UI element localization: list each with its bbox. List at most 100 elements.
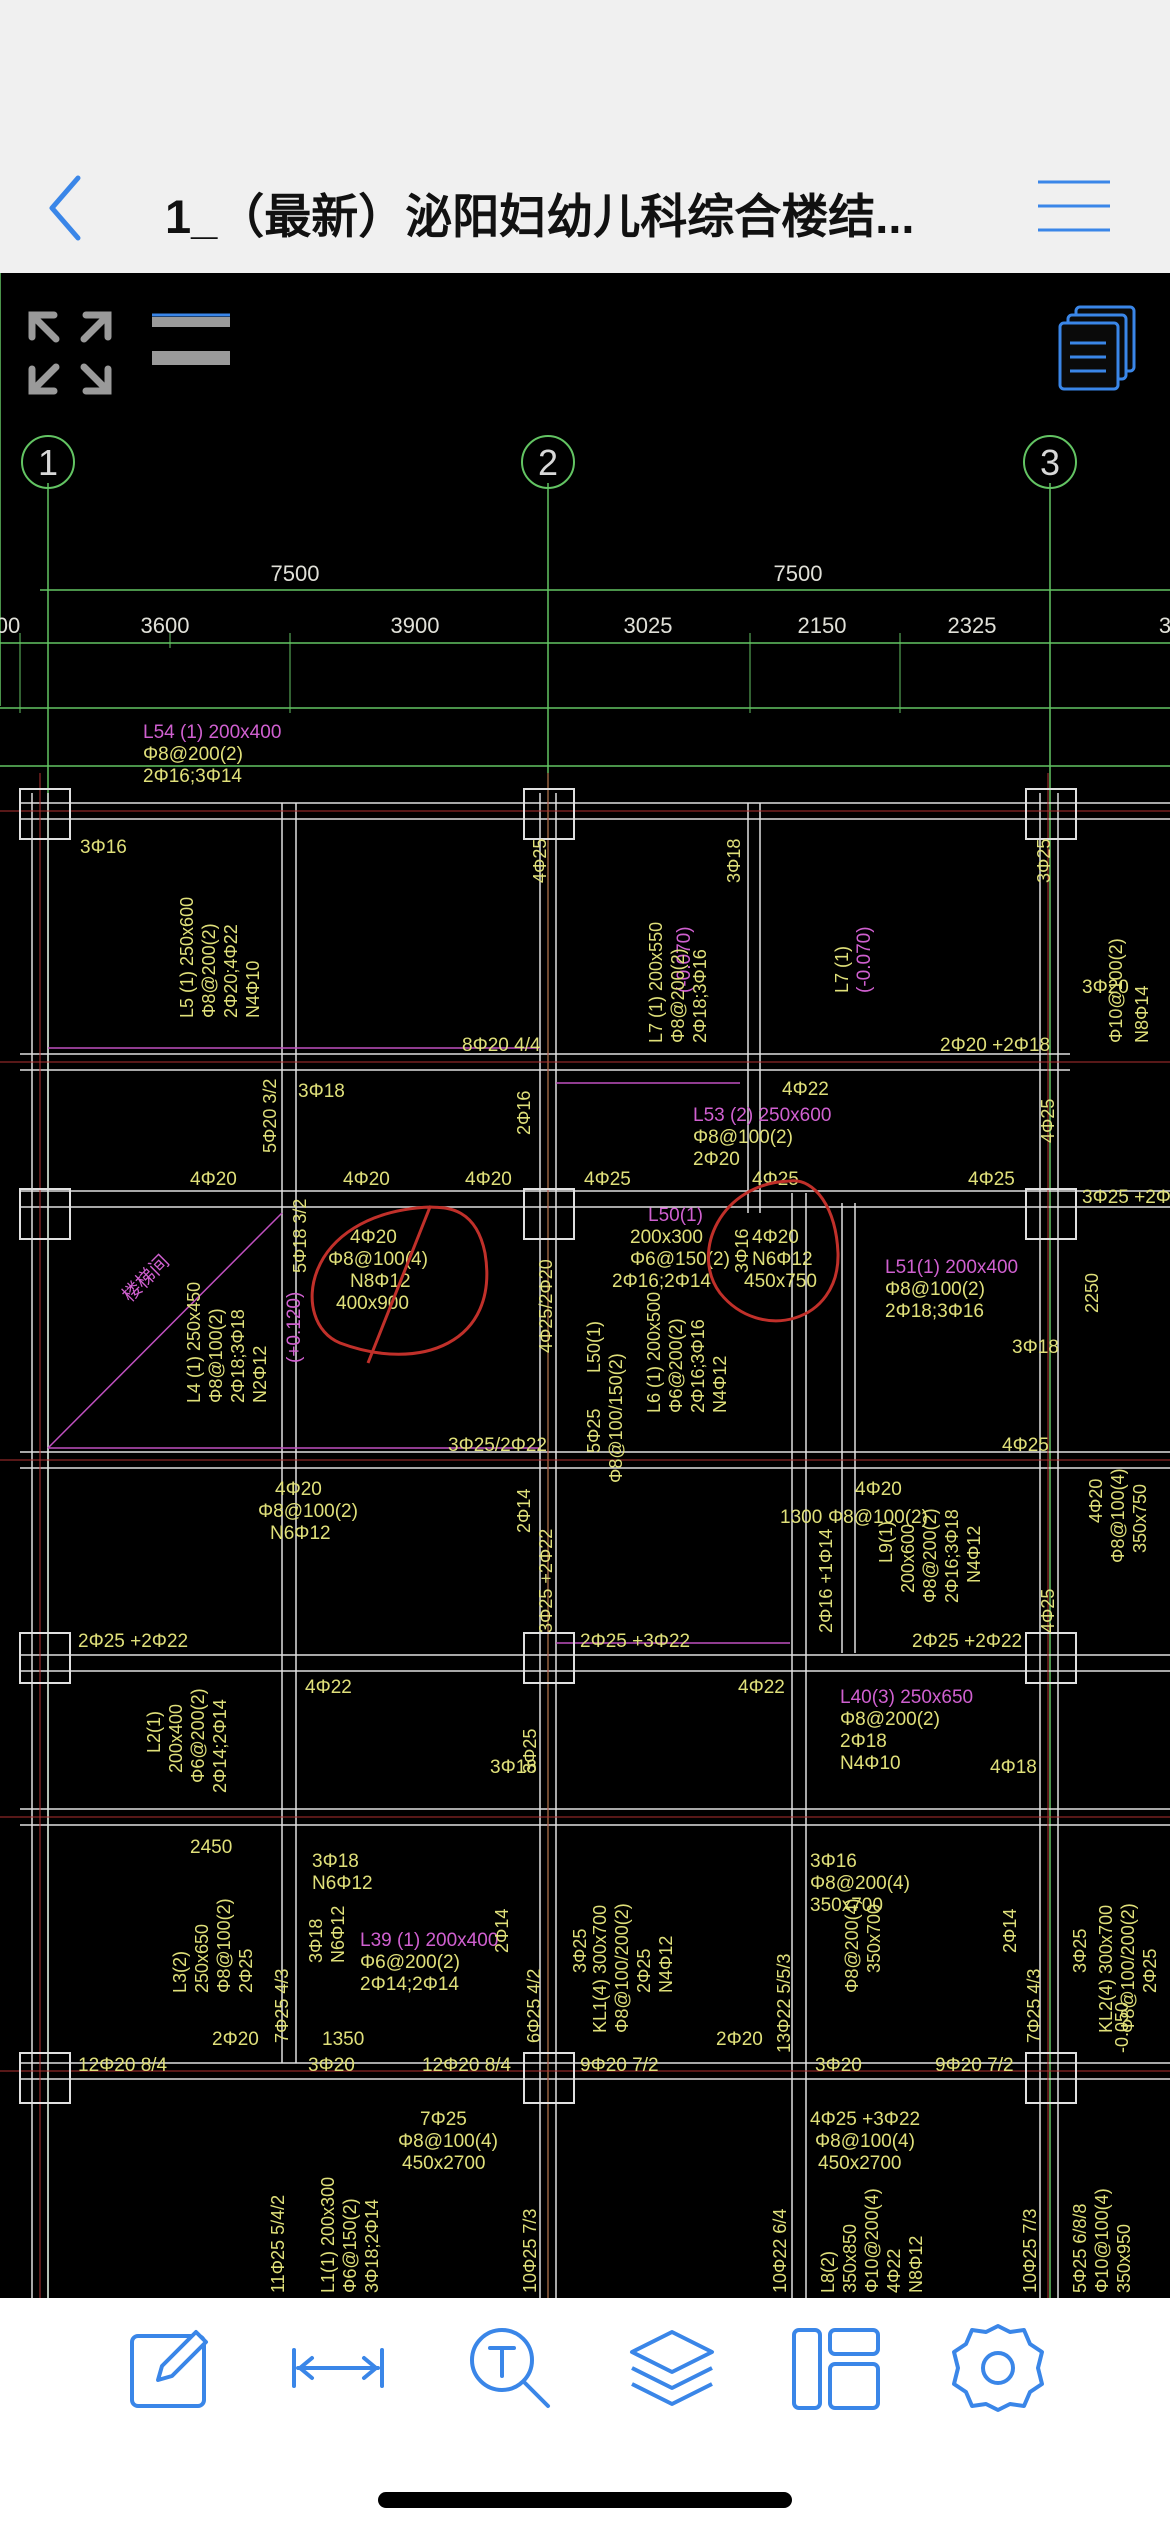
rebar-label: 13Φ22 5/5/3 (774, 1954, 794, 2053)
rebar-label: Φ8@100(4) (328, 1249, 428, 1270)
rebar-label: 4Φ20 (465, 1169, 512, 1190)
markup-annotations (310, 1179, 840, 1364)
beam-label: 2Φ18;3Φ16 (885, 1301, 984, 1322)
rebar-label: 3Φ18 (1012, 1337, 1059, 1358)
pages-icon (1058, 305, 1136, 391)
rebar-label: 10Φ25 7/3 (520, 2209, 540, 2293)
pages-button[interactable] (1056, 305, 1140, 395)
beam-label: 250x650 (192, 1924, 212, 1993)
beam-label: Φ6@150(2) (340, 2198, 360, 2293)
beam-label: N4Φ10 (243, 961, 263, 1018)
beam-label: Φ8@100/200(2) (1118, 1903, 1138, 2033)
rebar-label: 2Φ16;2Φ14 (612, 1271, 711, 1292)
drawing-canvas[interactable]: 1 2 3 7500 7500 00 3600 3900 3025 2150 2… (0, 273, 1170, 2298)
beam-label: L50(1) (584, 1321, 604, 1373)
beam-label: 200x400 (166, 1704, 186, 1773)
rebar-label: 200x300 (630, 1227, 703, 1248)
rebar-label: 2Φ14;2Φ14 (360, 1974, 459, 1995)
rebar-label: N4Φ10 (840, 1753, 901, 1774)
layer-toggle-icon (152, 313, 230, 365)
rebar-label: 4Φ22 (738, 1677, 785, 1698)
rebar-label: 4Φ25 (584, 1169, 631, 1190)
beam-label: L7 (1) (832, 946, 852, 993)
beam-label: KL1(4) 300x700 (590, 1905, 610, 2033)
beam-label: N8Φ12 (906, 2236, 926, 2293)
rebar-label: 5Φ25 6/8/8 (1070, 2204, 1090, 2293)
settings-button[interactable] (948, 2318, 1048, 2418)
magenta-lines (47, 1047, 790, 1644)
beam-label: Φ8@100/200(2) (612, 1903, 632, 2033)
menu-button[interactable] (1036, 178, 1112, 234)
rebar-label: 2Φ25 +3Φ22 (580, 1631, 690, 1652)
beam-label: Φ8@100(2) (214, 1898, 234, 1993)
dim-label: 3025 (624, 613, 673, 638)
rebar-label: 2Φ16 +1Φ14 (816, 1529, 836, 1633)
beam-label: L53 (2) 250x600 (693, 1105, 831, 1126)
axis-label: 2 (538, 442, 558, 483)
layers-icon (630, 2330, 714, 2406)
beam-label: N4Φ12 (656, 1936, 676, 1993)
rebar-label: 350x750 (1130, 1484, 1150, 1553)
rebar-label: 3Φ18 (306, 1919, 326, 1963)
edit-button[interactable] (118, 2318, 218, 2418)
beam-label: 2Φ16;3Φ14 (143, 766, 242, 787)
measure-button[interactable] (288, 2318, 388, 2418)
rebar-label: N6Φ12 (312, 1873, 373, 1894)
rebar-label: 6Φ25 4/2 (524, 1969, 544, 2043)
layer-toggle-button[interactable] (152, 313, 232, 373)
beam-label: N2Φ12 (250, 1346, 270, 1403)
beam-label: 200x600 (898, 1524, 918, 1593)
text-search-icon (470, 2328, 550, 2408)
beam-label: 2Φ25 (1140, 1949, 1160, 1993)
layout-icon (792, 2328, 880, 2410)
rebar-label: 2450 (190, 1837, 232, 1858)
document-title: 1_（最新）泌阳妇幼儿科综合楼结... (165, 190, 915, 243)
beam-label: 2Φ20 (693, 1149, 740, 1170)
rebar-label: 4Φ25 (1038, 1099, 1058, 1143)
rebar-label: 4Φ22 (305, 1677, 352, 1698)
rebar-label: 350x950 (1114, 2224, 1134, 2293)
beam-label: Φ6@200(2) (188, 1688, 208, 1783)
beam-label: 3Φ18;2Φ14 (362, 2199, 382, 2293)
beam-label: L4 (1) 250x450 (184, 1282, 204, 1403)
dim-label: 2325 (948, 613, 997, 638)
beam-label: 2Φ25 (236, 1949, 256, 1993)
rebar-label: 12Φ20 8/4 (78, 2055, 168, 2076)
top-nav-bar: 1_（最新）泌阳妇幼儿科综合楼结... (0, 0, 1170, 273)
rebar-label: 5Φ25 (584, 1409, 604, 1453)
beam-label: Φ8@200(2) (668, 948, 688, 1043)
layout-button[interactable] (786, 2318, 886, 2418)
rebar-label: 4Φ20 (275, 1479, 322, 1500)
beam-label: Φ8@100(2) (885, 1279, 985, 1300)
rebar-label: Φ8@100/150(2) (606, 1353, 626, 1483)
home-indicator[interactable] (378, 2492, 792, 2508)
rebar-label: 2Φ14 (514, 1489, 534, 1533)
dimension-text: 7500 7500 00 3600 3900 3025 2150 2325 3 (0, 561, 1170, 638)
axis-label: 1 (38, 442, 58, 483)
beam-label: N4Φ12 (710, 1356, 730, 1413)
layers-button[interactable] (622, 2318, 722, 2418)
vertical-labels: L5 (1) 250x600 Φ8@200(2) 2Φ20;4Φ22 N4Φ10… (144, 839, 1160, 2293)
rebar-label: 4Φ20 (343, 1169, 390, 1190)
hamburger-menu-icon (1038, 180, 1110, 232)
rebar-label: 1300 (780, 1507, 822, 1528)
text-search-button[interactable] (460, 2318, 560, 2418)
rebar-label: 4Φ25/2Φ20 (536, 1259, 556, 1353)
beam-label: 2Φ20;4Φ22 (221, 924, 241, 1018)
beam-label: KL2(4) 300x700 (1096, 1905, 1116, 2033)
beam-label: L9(1) (876, 1521, 896, 1563)
rebar-label: 4Φ25 +3Φ22 (810, 2109, 920, 2130)
rebar-label: 2Φ20 (212, 2029, 259, 2050)
rebar-label: 4Φ25 (1038, 1589, 1058, 1633)
rebar-label: 7Φ25 4/3 (1024, 1969, 1044, 2043)
rebar-label: Φ8@100(4) (815, 2131, 915, 2152)
back-button[interactable] (38, 168, 98, 248)
fullscreen-button[interactable] (22, 305, 118, 401)
rebar-label: 3Φ16 (810, 1851, 857, 1872)
rebar-label: 2250 (1082, 1273, 1102, 1313)
beam-label: 2Φ16;3Φ16 (688, 1319, 708, 1413)
rebar-label: 4Φ25 (530, 839, 550, 883)
rebar-label: 400x900 (336, 1293, 409, 1314)
dim-label: 3600 (141, 613, 190, 638)
beam-label: L7 (1) 200x550 (646, 922, 666, 1043)
